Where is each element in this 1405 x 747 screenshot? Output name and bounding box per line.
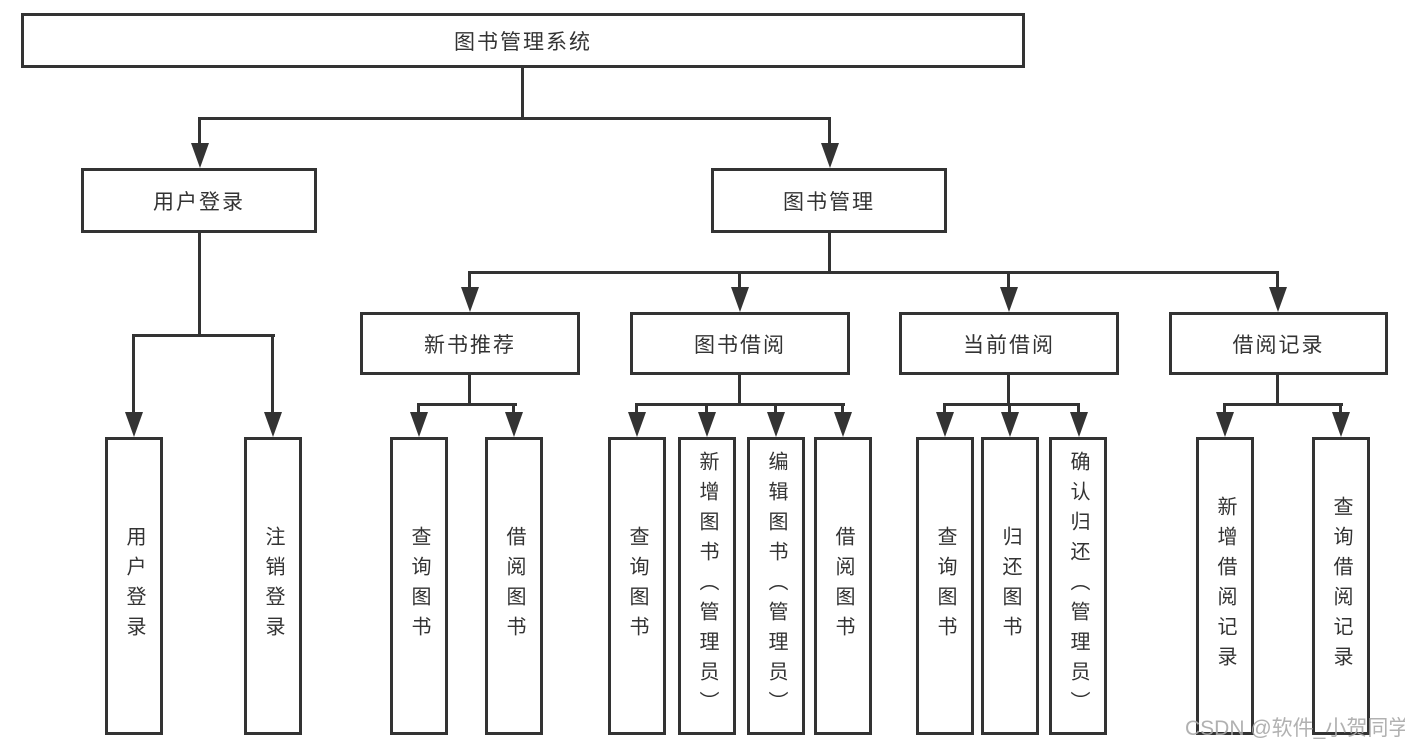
arrow-down-icon (264, 412, 282, 437)
connector-currentborrow-hbar (943, 403, 1080, 406)
arrow-down-icon (125, 412, 143, 437)
connector-userlogin-hbar (132, 334, 275, 337)
connector-bookmgmt-drop-2 (738, 271, 741, 290)
node-user-login: 用户登录 (81, 168, 317, 233)
leaf-user-login-label: 用户登录 (123, 526, 145, 646)
connector-bookborrow-hbar (635, 403, 845, 406)
arrow-down-icon (834, 412, 852, 437)
arrow-down-icon (1332, 412, 1350, 437)
leaf-query-books-borrow-label: 查询图书 (626, 526, 648, 646)
leaf-query-books-current: 查询图书 (916, 437, 974, 735)
arrow-down-icon (1001, 412, 1019, 437)
connector-root-drop-right (828, 117, 831, 146)
connector-root-hbar (198, 117, 831, 120)
csdn-watermark: CSDN @软件_小贺同学 (1185, 717, 1405, 740)
connector-bookmgmt-drop-1 (468, 271, 471, 290)
node-book-management-label: 图书管理 (783, 190, 875, 214)
connector-borrowrecords-stem (1276, 375, 1279, 406)
arrow-down-icon (936, 412, 954, 437)
leaf-query-borrow-record: 查询借阅记录 (1312, 437, 1370, 735)
connector-currentborrow-drop-2 (1008, 403, 1011, 414)
arrow-down-icon (731, 287, 749, 312)
arrow-down-icon (505, 412, 523, 437)
leaf-logout-label: 注销登录 (262, 526, 284, 646)
connector-bookmgmt-stem (828, 233, 831, 274)
connector-userlogin-stem (198, 233, 201, 337)
leaf-add-borrow-record-label: 新增借阅记录 (1214, 496, 1236, 676)
leaf-query-books-borrow: 查询图书 (608, 437, 666, 735)
leaf-confirm-return-admin: 确认归还（管理员） (1049, 437, 1107, 735)
node-new-book-recommend-label: 新书推荐 (424, 333, 516, 357)
arrow-down-icon (767, 412, 785, 437)
arrow-down-icon (410, 412, 428, 437)
connector-borrowrecords-drop-1 (1223, 403, 1226, 414)
connector-newbook-stem (468, 375, 471, 406)
connector-userlogin-drop-1 (132, 334, 135, 416)
connector-bookmgmt-hbar (468, 271, 1279, 274)
leaf-return-book-label: 归还图书 (999, 526, 1021, 646)
leaf-borrow-books-newbook: 借阅图书 (485, 437, 543, 735)
connector-bookborrow-stem (738, 375, 741, 406)
connector-currentborrow-drop-3 (1077, 403, 1080, 414)
node-book-management: 图书管理 (711, 168, 947, 233)
node-book-borrow-label: 图书借阅 (694, 333, 786, 357)
connector-newbook-drop-1 (417, 403, 420, 414)
arrow-down-icon (461, 287, 479, 312)
connector-root-drop-left (198, 117, 201, 146)
leaf-user-login: 用户登录 (105, 437, 163, 735)
leaf-query-books-current-label: 查询图书 (934, 526, 956, 646)
leaf-confirm-return-admin-label: 确认归还（管理员） (1067, 451, 1089, 721)
connector-bookborrow-drop-4 (841, 403, 844, 414)
leaf-borrow-books-newbook-label: 借阅图书 (503, 526, 525, 646)
leaf-query-books-newbook-label: 查询图书 (408, 526, 430, 646)
arrow-down-icon (1000, 287, 1018, 312)
connector-bookborrow-drop-3 (774, 403, 777, 414)
leaf-borrow-books-borrow: 借阅图书 (814, 437, 872, 735)
connector-userlogin-drop-2 (271, 334, 274, 416)
node-current-borrow-label: 当前借阅 (963, 333, 1055, 357)
arrow-down-icon (821, 143, 839, 168)
connector-bookmgmt-drop-3 (1007, 271, 1010, 290)
connector-root-stem (521, 68, 524, 119)
arrow-down-icon (1216, 412, 1234, 437)
arrow-down-icon (628, 412, 646, 437)
connector-borrowrecords-drop-2 (1339, 403, 1342, 414)
arrow-down-icon (191, 143, 209, 168)
leaf-query-books-newbook: 查询图书 (390, 437, 448, 735)
leaf-borrow-books-borrow-label: 借阅图书 (832, 526, 854, 646)
arrow-down-icon (1070, 412, 1088, 437)
node-user-login-label: 用户登录 (153, 190, 245, 214)
arrow-down-icon (698, 412, 716, 437)
connector-borrowrecords-hbar (1223, 403, 1343, 406)
leaf-add-borrow-record: 新增借阅记录 (1196, 437, 1254, 735)
connector-newbook-drop-2 (512, 403, 515, 414)
leaf-add-book-admin: 新增图书（管理员） (678, 437, 736, 735)
node-current-borrow: 当前借阅 (899, 312, 1119, 375)
node-root-label: 图书管理系统 (454, 30, 592, 54)
connector-bookmgmt-drop-4 (1276, 271, 1279, 290)
connector-bookborrow-drop-1 (635, 403, 638, 414)
leaf-return-book: 归还图书 (981, 437, 1039, 735)
leaf-add-book-admin-label: 新增图书（管理员） (696, 451, 718, 721)
node-root: 图书管理系统 (21, 13, 1025, 68)
node-book-borrow: 图书借阅 (630, 312, 850, 375)
connector-currentborrow-drop-1 (943, 403, 946, 414)
leaf-edit-book-admin: 编辑图书（管理员） (747, 437, 805, 735)
leaf-query-borrow-record-label: 查询借阅记录 (1330, 496, 1352, 676)
node-new-book-recommend: 新书推荐 (360, 312, 580, 375)
node-borrow-records: 借阅记录 (1169, 312, 1388, 375)
connector-newbook-hbar (417, 403, 517, 406)
connector-bookborrow-drop-2 (705, 403, 708, 414)
arrow-down-icon (1269, 287, 1287, 312)
leaf-logout: 注销登录 (244, 437, 302, 735)
node-borrow-records-label: 借阅记录 (1232, 333, 1325, 357)
leaf-edit-book-admin-label: 编辑图书（管理员） (765, 451, 787, 721)
connector-currentborrow-stem (1007, 375, 1010, 406)
